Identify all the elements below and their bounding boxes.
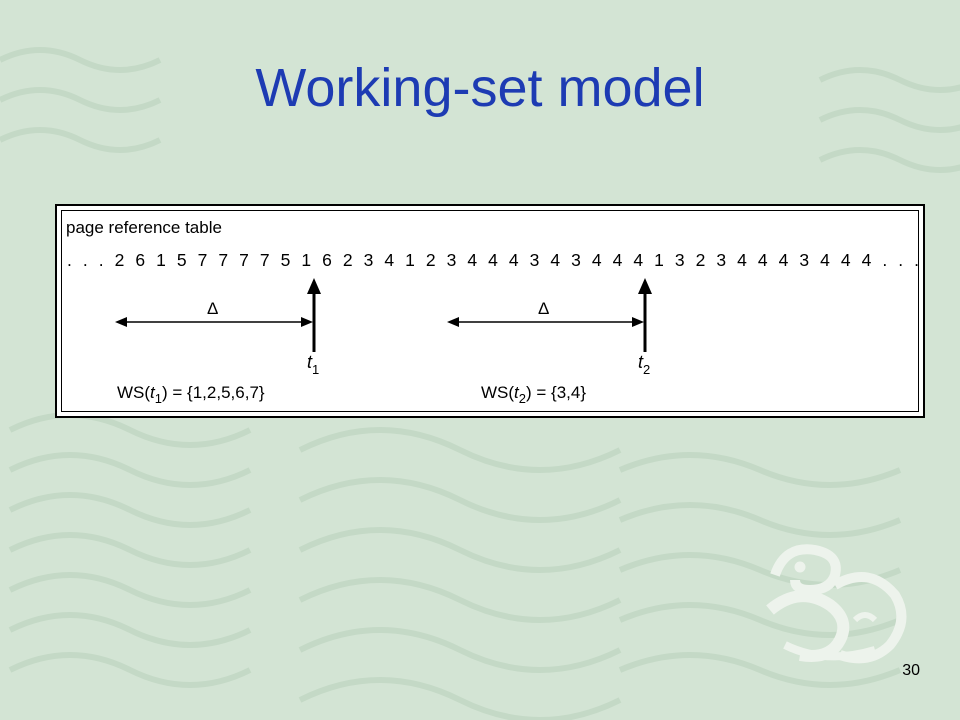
figure-inner-border <box>61 210 919 412</box>
delta-arrowhead-2-right <box>632 317 644 327</box>
page-reference-label: page reference table <box>66 218 222 237</box>
reference-string: . . . 2 6 1 5 7 7 7 7 5 1 6 2 3 4 1 2 3 … <box>67 250 919 270</box>
t2-var: t <box>638 352 644 372</box>
t2-sub: 2 <box>643 362 650 377</box>
delta-symbol-1: Δ <box>207 299 218 318</box>
t1-sub: 1 <box>312 362 319 377</box>
t1-var: t <box>307 352 313 372</box>
delta-arrowhead-1-left <box>115 317 127 327</box>
delta-symbol-2: Δ <box>538 299 549 318</box>
ws-t2-sub: 2 <box>519 391 526 406</box>
ws-t1-text: WS(t1) = {1,2,5,6,7} <box>117 383 265 406</box>
slide-title: Working-set model <box>255 58 705 118</box>
ws-t2-suffix: ) = {3,4} <box>526 383 586 402</box>
ws-t1-var: t <box>150 383 156 402</box>
ws-t2-var: t <box>514 383 520 402</box>
ws-t1-prefix: WS( <box>117 383 150 402</box>
delta-arrowhead-2-left <box>447 317 459 327</box>
dragon-emblem-icon <box>766 544 907 664</box>
working-set-diagram: page reference table . . . 2 6 1 5 7 7 7… <box>66 218 919 406</box>
slide-number: 30 <box>902 662 920 679</box>
ws-t1-suffix: ) = {1,2,5,6,7} <box>162 383 265 402</box>
ws-t2-text: WS(t2) = {3,4} <box>481 383 586 406</box>
ws-t1-sub: 1 <box>155 391 162 406</box>
t1-label: t1 <box>307 352 319 377</box>
t2-label: t2 <box>638 352 650 377</box>
working-set-figure: page reference table . . . 2 6 1 5 7 7 7… <box>55 204 925 418</box>
t2-arrowhead <box>638 278 652 294</box>
t1-arrowhead <box>307 278 321 294</box>
delta-arrowhead-1-right <box>301 317 313 327</box>
ws-t2-prefix: WS( <box>481 383 514 402</box>
